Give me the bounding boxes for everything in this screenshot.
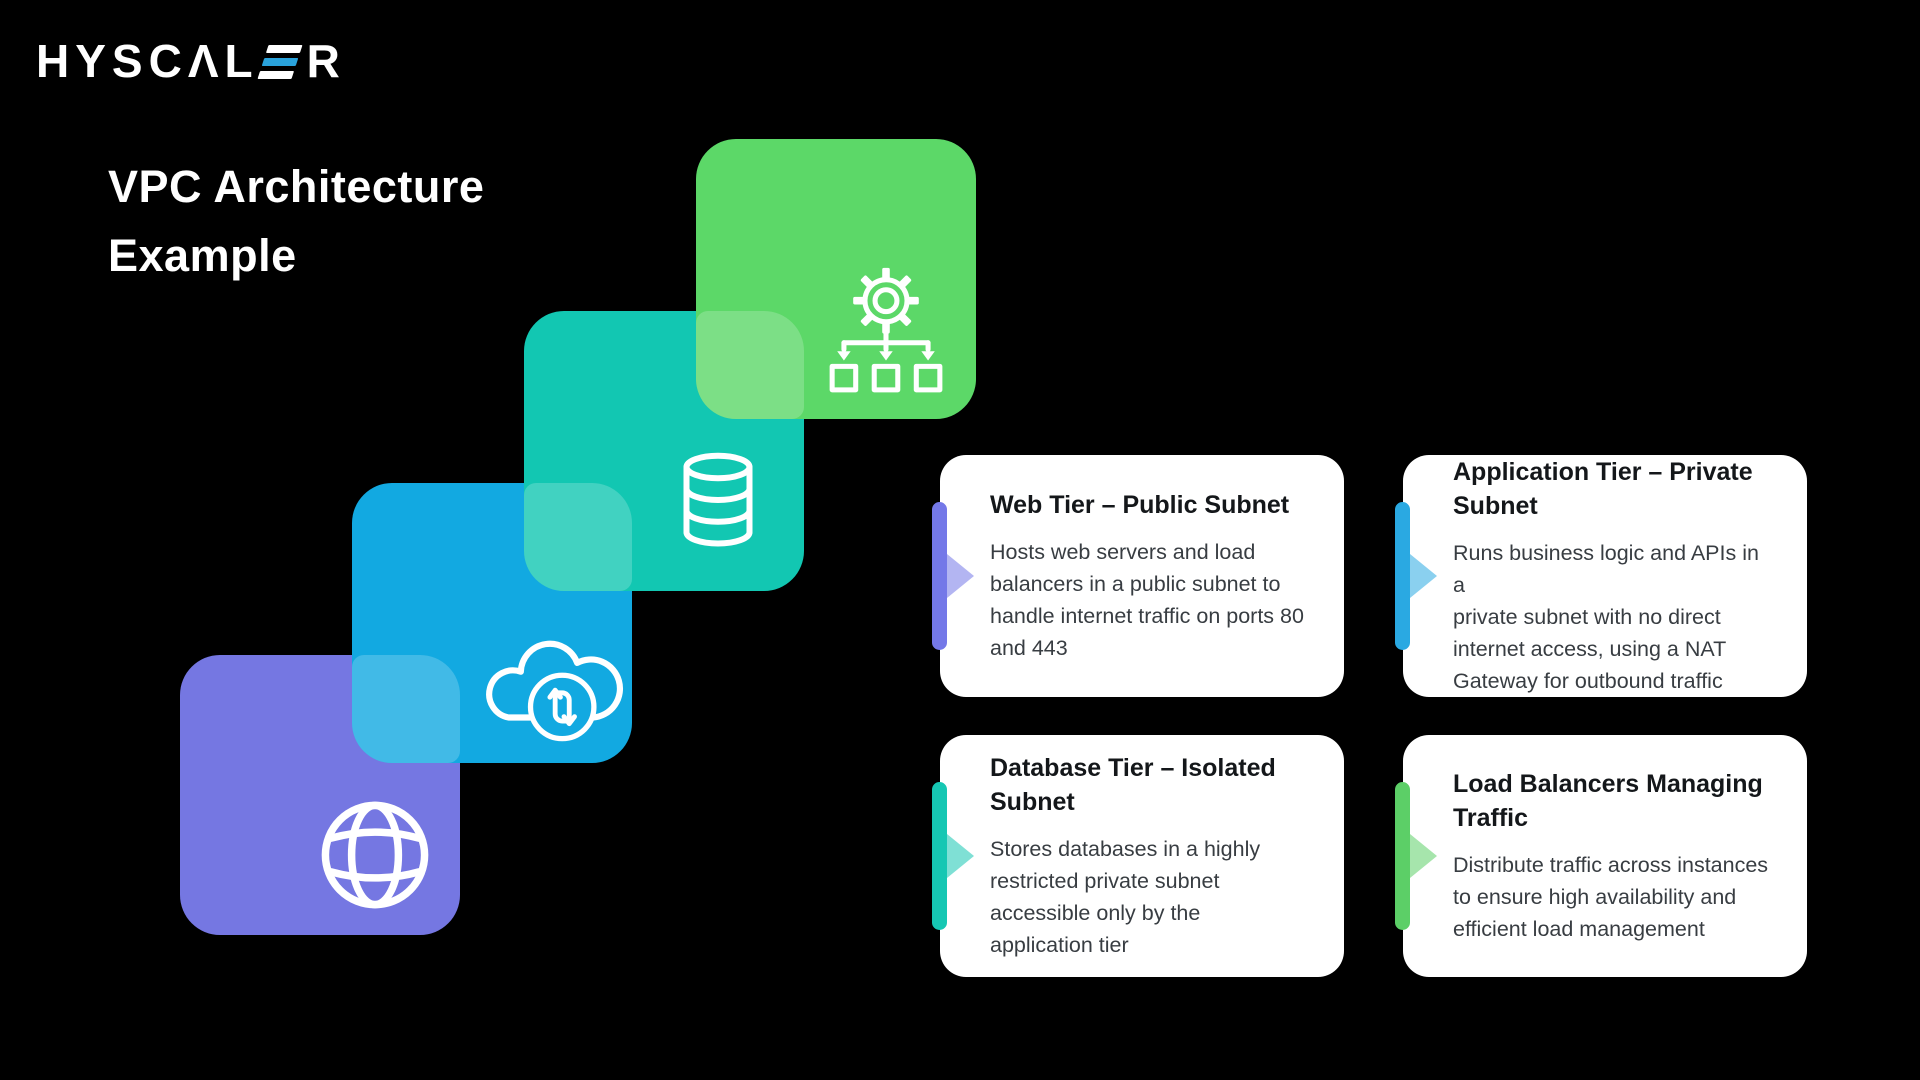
ribbon-arrow xyxy=(1410,554,1437,598)
card-web-tier: Web Tier – Public Subnet Hosts web serve… xyxy=(932,455,1344,697)
logo-e-icon xyxy=(257,45,303,79)
card-application-tier: Application Tier – Private Subnet Runs b… xyxy=(1395,455,1807,697)
logo-text-end: R xyxy=(306,35,346,87)
card-body: Distribute traffic across instances to e… xyxy=(1453,853,1769,941)
ribbon-bar xyxy=(1395,782,1410,930)
logo-text-start: HYSC xyxy=(36,35,188,87)
page-title-line2: Example xyxy=(108,230,297,281)
ribbon-arrow xyxy=(947,834,974,878)
logo-text-mid: L xyxy=(224,35,259,87)
page-title-line1: VPC Architecture xyxy=(108,161,485,212)
card-title: Web Tier – Public Subnet xyxy=(990,491,1290,519)
page-title: VPC Architecture Example xyxy=(108,152,484,290)
overlap-green-teal xyxy=(696,311,804,419)
ribbon-bar xyxy=(1395,502,1410,650)
card-load-balancers: Load Balancers Managing Traffic Distribu… xyxy=(1395,735,1807,977)
load-balancer-square xyxy=(696,139,976,419)
card-title: Application Tier – Private Subnet xyxy=(1453,458,1753,520)
card-database-tier: Database Tier – Isolated Subnet Stores d… xyxy=(932,735,1344,977)
globe-icon xyxy=(317,797,433,913)
card-title: Database Tier – Isolated Subnet xyxy=(990,754,1276,816)
logo-lambda: Λ xyxy=(187,35,225,87)
card-body: Hosts web servers and load balancers in … xyxy=(990,540,1304,660)
overlap-teal-blue xyxy=(524,483,632,591)
database-icon xyxy=(673,449,763,551)
card-title: Load Balancers Managing Traffic xyxy=(1453,770,1763,832)
gear-distribution-icon xyxy=(822,262,950,400)
ribbon-bar xyxy=(932,502,947,650)
ribbon-bar xyxy=(932,782,947,930)
ribbon-arrow xyxy=(1410,834,1437,878)
card-body: Stores databases in a highly restricted … xyxy=(990,837,1261,957)
card-body: Runs business logic and APIs in a privat… xyxy=(1453,541,1759,693)
ribbon-arrow xyxy=(947,554,974,598)
overlap-blue-purple xyxy=(352,655,460,763)
cloud-transfer-icon xyxy=(468,610,630,744)
